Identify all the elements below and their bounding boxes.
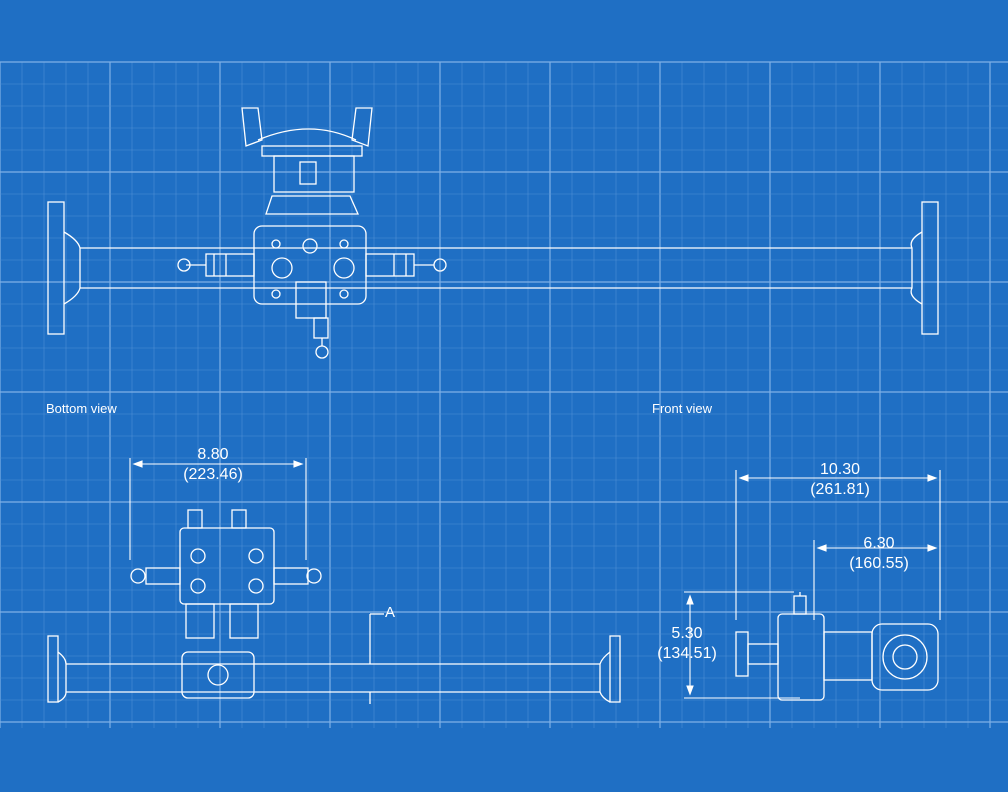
bottom-width-inches: 8.80 [197, 446, 229, 463]
bottom-view-drawing [47, 509, 621, 704]
bottom-width-mm: (223.46) [183, 466, 243, 483]
front-partial-mm: (160.55) [849, 555, 909, 572]
front-height-dimension: 5.30 (134.51) [642, 624, 732, 664]
front-view-drawing [735, 592, 939, 701]
front-partial-inches: 6.30 [863, 535, 895, 552]
bottom-width-dimension: 8.80 (223.46) [168, 445, 258, 485]
front-overall-dimension: 10.30 (261.81) [795, 460, 885, 500]
section-a-label: A [385, 604, 396, 621]
front-height-mm: (134.51) [657, 645, 717, 662]
dimension-lines [129, 458, 941, 699]
front-overall-mm: (261.81) [810, 481, 870, 498]
front-view-label: Front view [652, 401, 712, 416]
grid [0, 61, 1008, 728]
front-partial-dimension: 6.30 (160.55) [834, 534, 924, 574]
front-overall-inches: 10.30 [819, 461, 861, 478]
bottom-view-label: Bottom view [46, 401, 117, 416]
front-height-inches: 5.30 [671, 625, 703, 642]
top-assembly-drawing [47, 107, 939, 359]
